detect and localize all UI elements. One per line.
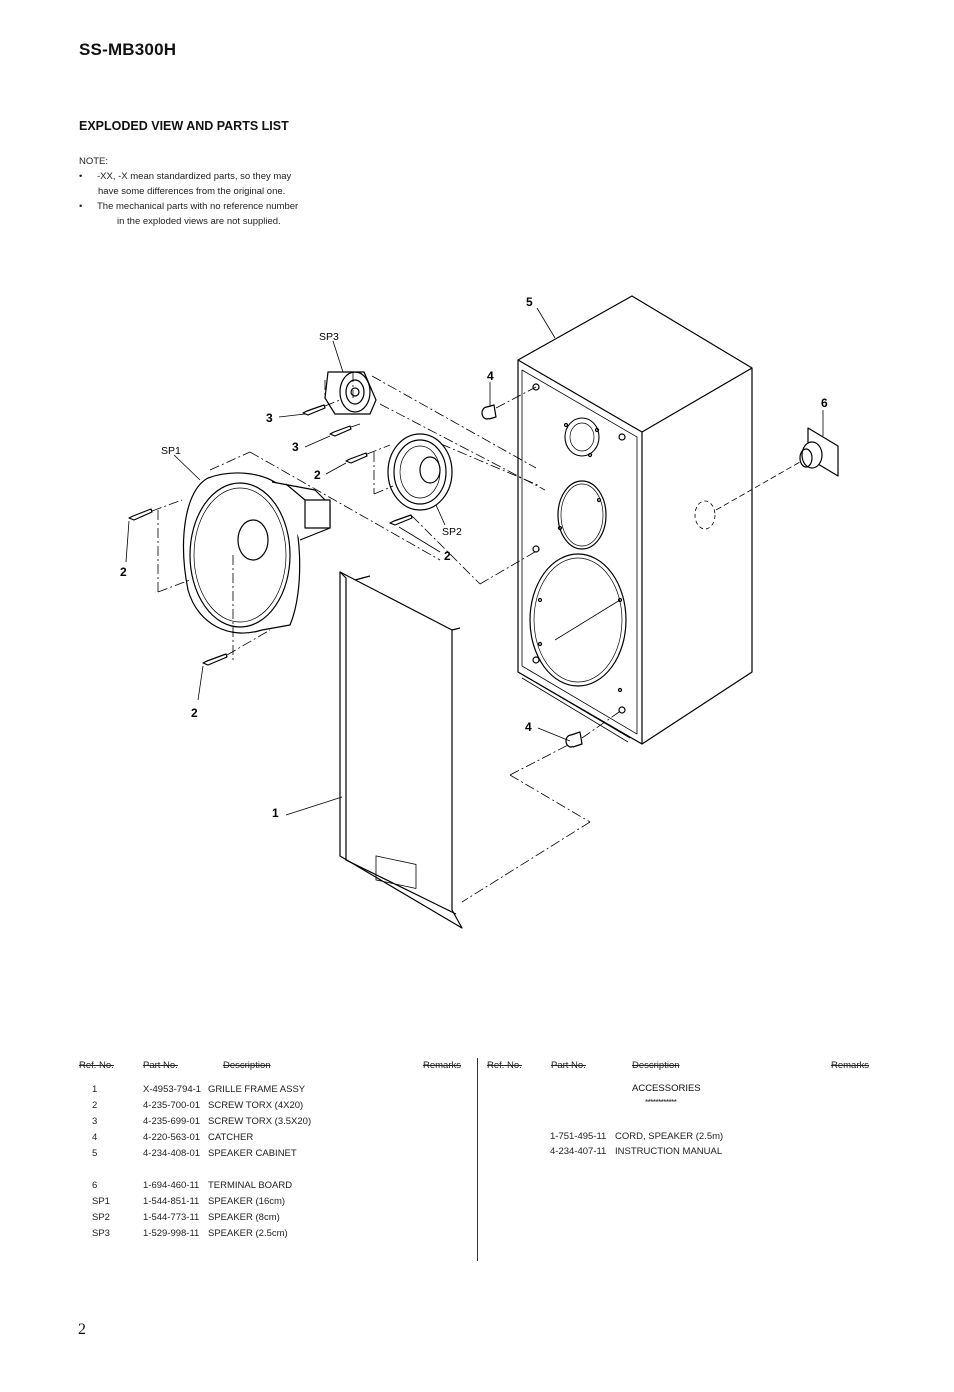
section-title: EXPLODED VIEW AND PARTS LIST (79, 119, 289, 133)
description: SPEAKER (8cm) (208, 1212, 280, 1223)
tweeter-sp3 (324, 371, 377, 415)
header-description: Description (223, 1060, 271, 1071)
callout-4-bottom: 4 (525, 720, 532, 734)
description: SPEAKER (16cm) (208, 1196, 286, 1207)
description: GRILLE FRAME ASSY (208, 1084, 306, 1095)
note-bullet: • (79, 201, 83, 212)
callout-sp2: SP2 (442, 526, 462, 538)
part-no: 1-544-851-11 (143, 1196, 200, 1207)
ref-no: 6 (92, 1180, 98, 1191)
callout-1: 1 (272, 806, 279, 820)
description: SPEAKER CABINET (208, 1148, 297, 1159)
part-no: 1-751-495-11 (550, 1131, 607, 1142)
header-part-no: Part No. (551, 1060, 586, 1071)
ref-no: SP2 (92, 1212, 110, 1223)
ref-no: 3 (92, 1116, 98, 1127)
description: INSTRUCTION MANUAL (615, 1146, 723, 1157)
accessories-title: ACCESSORIES (632, 1083, 701, 1094)
model-title: SS-MB300H (79, 40, 177, 59)
callout-4-top: 4 (487, 369, 494, 383)
description: SCREW TORX (3.5X20) (208, 1116, 312, 1127)
header-part-no: Part No. (143, 1060, 178, 1071)
ref-no: SP3 (92, 1228, 110, 1239)
woofer-sp1 (183, 472, 331, 634)
page-number: 2 (78, 1321, 86, 1338)
part-no: X-4953-794-1 (143, 1084, 202, 1095)
screws (128, 404, 583, 748)
callout-5: 5 (526, 295, 533, 309)
ref-no: 5 (92, 1148, 98, 1159)
callout-3-a: 3 (266, 411, 273, 425)
callout-sp3: SP3 (319, 331, 339, 343)
part-no: 1-694-460-11 (143, 1180, 200, 1191)
callout-6: 6 (821, 396, 828, 410)
speaker-cabinet (517, 295, 753, 745)
part-no: 1-529-998-11 (143, 1228, 200, 1239)
accessories-stars: ************ (645, 1098, 677, 1107)
description: TERMINAL BOARD (208, 1180, 293, 1191)
exploded-view-diagram: 5 4 6 SP3 3 3 SP1 2 SP2 2 2 2 4 1 (120, 295, 839, 929)
note-2-line-1: The mechanical parts with no reference n… (97, 201, 299, 212)
grille-frame (339, 571, 463, 929)
ref-no: SP1 (92, 1196, 110, 1207)
part-no: 4-235-699-01 (143, 1116, 201, 1127)
note-label: NOTE: (79, 156, 109, 167)
header-description: Description (632, 1060, 680, 1071)
description: CORD, SPEAKER (2.5m) (615, 1131, 724, 1142)
callout-2-mid: 2 (314, 468, 321, 482)
note-1-line-2: have some differences from the original … (98, 186, 286, 197)
terminal-board (715, 427, 839, 511)
header-ref-no: Ref. No. (487, 1060, 522, 1071)
header-remarks: Remarks (831, 1060, 870, 1071)
ref-no: 4 (92, 1132, 98, 1143)
callout-2-right: 2 (444, 549, 451, 563)
note-bullet: • (79, 171, 83, 182)
part-no: 4-235-700-01 (143, 1100, 201, 1111)
part-no: 4-220-563-01 (143, 1132, 201, 1143)
header-remarks: Remarks (423, 1060, 462, 1071)
ref-no: 1 (92, 1084, 98, 1095)
callout-2-bottom: 2 (191, 706, 198, 720)
midrange-sp2 (387, 433, 453, 511)
note-1-line-1: -XX, -X mean standardized parts, so they… (97, 171, 292, 182)
part-no: 4-234-407-11 (550, 1146, 607, 1157)
part-no: 4-234-408-01 (143, 1148, 201, 1159)
note-2-line-2: in the exploded views are not supplied. (117, 216, 281, 227)
callout-2-left: 2 (120, 565, 127, 579)
description: SCREW TORX (4X20) (208, 1100, 304, 1111)
header-ref-no: Ref. No. (79, 1060, 114, 1071)
ref-no: 2 (92, 1100, 98, 1111)
part-no: 1-544-773-11 (143, 1212, 200, 1223)
callout-sp1: SP1 (161, 445, 181, 457)
description: CATCHER (208, 1132, 254, 1143)
description: SPEAKER (2.5cm) (208, 1228, 288, 1239)
callout-3-b: 3 (292, 440, 299, 454)
table-divider (477, 1058, 478, 1261)
